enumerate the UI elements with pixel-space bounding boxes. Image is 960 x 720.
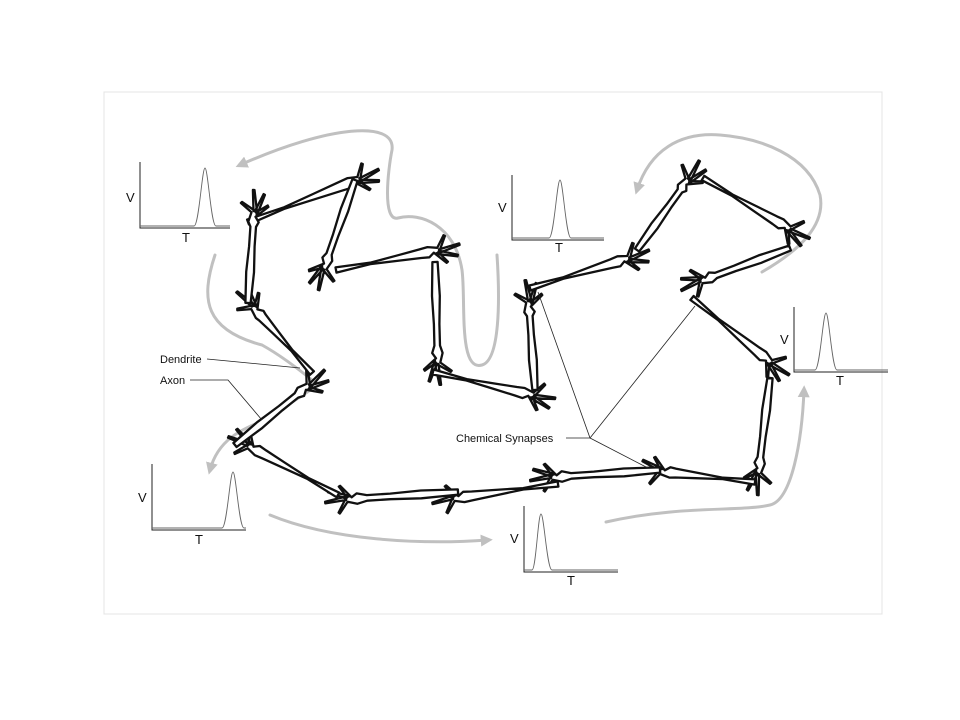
- v-axis-label: V: [126, 190, 135, 205]
- signal-flow-arrows: [206, 129, 823, 547]
- t-axis-label: T: [195, 532, 203, 547]
- neuron: [307, 177, 359, 292]
- signal-flow-arrow: [235, 129, 500, 367]
- neuron: [528, 462, 662, 493]
- neuron-chain: [226, 159, 812, 515]
- t-axis-label: T: [555, 240, 563, 255]
- axon-leader-line: [190, 379, 263, 421]
- v-axis-label: V: [138, 490, 147, 505]
- neuron: [700, 174, 812, 248]
- voltage-plot-right: V T: [780, 307, 888, 388]
- voltage-plot-top-center: V T: [498, 175, 604, 255]
- synapse-leader-line: [589, 305, 696, 439]
- neuron: [323, 484, 460, 515]
- signal-flow-arrow: [604, 385, 810, 524]
- v-axis-label: V: [780, 332, 789, 347]
- signal-flow-arrow: [633, 133, 823, 274]
- neuron: [232, 368, 330, 449]
- voltage-plot-bottom-left: V T: [138, 464, 246, 547]
- neuron: [679, 244, 793, 298]
- neuron: [742, 376, 774, 497]
- v-axis-label: V: [498, 200, 507, 215]
- neuron: [528, 241, 651, 292]
- neuron: [689, 294, 791, 383]
- signal-flow-arrow: [268, 513, 493, 547]
- synapse-leader-line: [589, 437, 649, 469]
- neuron: [334, 234, 461, 274]
- voltage-plot-bottom-center: V T: [510, 506, 618, 588]
- voltage-plot-top-left: V T: [126, 162, 230, 245]
- t-axis-label: T: [836, 373, 844, 388]
- neuron: [513, 278, 544, 392]
- neuron: [235, 286, 316, 376]
- neuron: [633, 159, 708, 253]
- t-axis-label: T: [182, 230, 190, 245]
- t-axis-label: T: [567, 573, 575, 588]
- signal-flow-arrow: [206, 253, 321, 475]
- neuron: [239, 188, 270, 305]
- chemical-synapses-label: Chemical Synapses: [456, 433, 554, 445]
- dendrite-label: Dendrite: [160, 354, 202, 366]
- axon-label: Axon: [160, 375, 185, 387]
- neuron: [431, 368, 557, 412]
- neuron: [226, 427, 341, 499]
- neuron: [636, 455, 757, 486]
- v-axis-label: V: [510, 531, 519, 546]
- neuron: [422, 260, 453, 387]
- dendrite-leader-line: [206, 358, 301, 369]
